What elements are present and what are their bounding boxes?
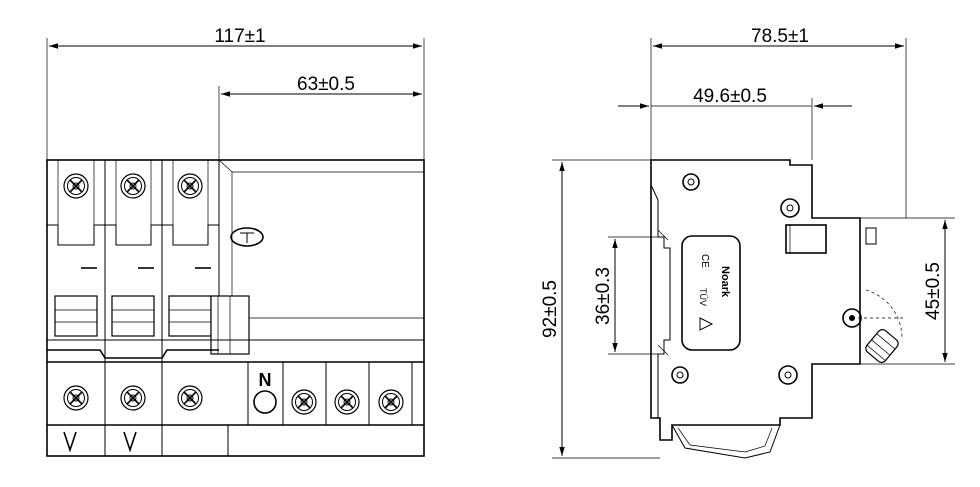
dim-text-height-total: 92±0.5 bbox=[540, 280, 561, 338]
label-plate bbox=[681, 235, 741, 351]
rcd-module bbox=[218, 159, 424, 319]
terminal-screw-bottom-2 bbox=[120, 385, 146, 411]
side-view: 78.5±1 49.6±0.5 92±0.5 36±0.3 45±0.5 CE … bbox=[540, 26, 955, 459]
dim-text-rail-height: 36±0.3 bbox=[593, 267, 614, 325]
dim-text-partial-width: 63±0.5 bbox=[297, 74, 355, 95]
warning-triangle-icon bbox=[699, 317, 714, 331]
terminal-screw-top-2 bbox=[120, 173, 146, 199]
side-body-outline bbox=[650, 159, 861, 441]
operating-handle bbox=[865, 329, 899, 363]
ce-mark: CE bbox=[699, 254, 710, 268]
dim-text-front-height: 45±0.5 bbox=[923, 262, 944, 320]
neutral-terminal bbox=[253, 390, 277, 414]
rcd-terminal-screw-1 bbox=[291, 389, 317, 415]
front-view: 117±1 63±0.5 bbox=[46, 26, 425, 457]
brand-label: Noark bbox=[719, 266, 731, 298]
dim-text-depth-total: 78.5±1 bbox=[751, 26, 809, 47]
terminal-screw-bottom-3 bbox=[177, 385, 203, 411]
rcd-terminal-screw-2 bbox=[334, 389, 360, 415]
terminal-screw-bottom-1 bbox=[63, 385, 89, 411]
front-body-outline bbox=[46, 159, 425, 457]
dim-text-depth-partial: 49.6±0.5 bbox=[693, 86, 767, 107]
neutral-label: N bbox=[259, 370, 272, 390]
rcd-terminal-screw-3 bbox=[378, 389, 404, 415]
terminal-screw-top-3 bbox=[177, 173, 203, 199]
dim-text-overall-width: 117±1 bbox=[214, 26, 265, 47]
test-button bbox=[230, 227, 264, 247]
terminal-screw-top-1 bbox=[63, 173, 89, 199]
cert-mark: TÜV bbox=[698, 288, 708, 306]
breaker-handles bbox=[54, 295, 250, 355]
